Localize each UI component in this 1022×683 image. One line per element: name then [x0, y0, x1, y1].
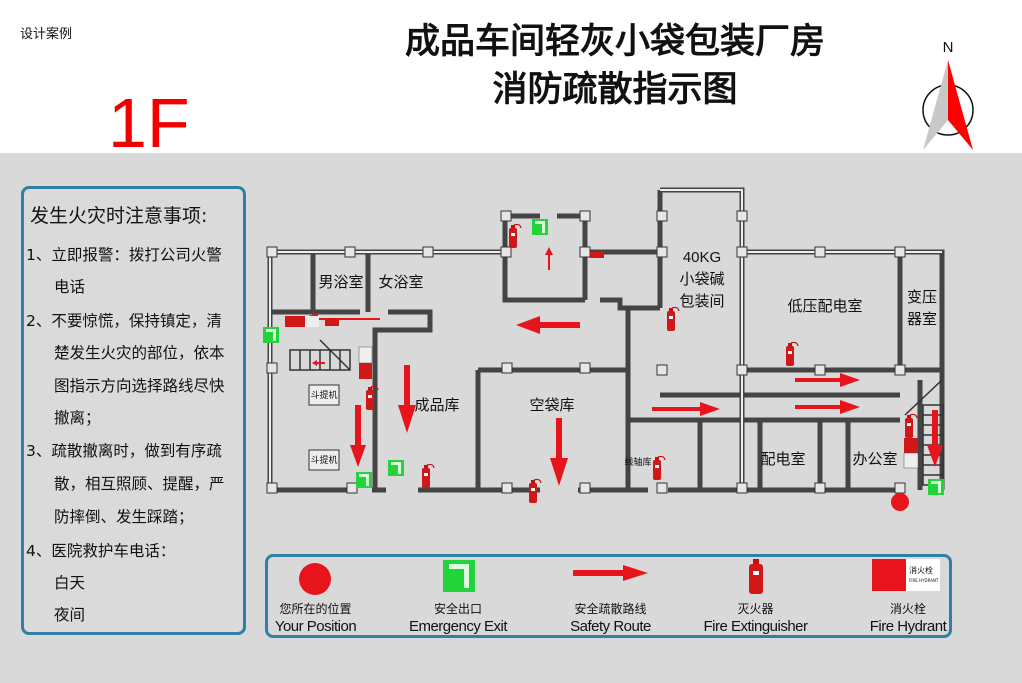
floor-label: 1F	[108, 88, 190, 153]
legend-en: Emergency Exit	[408, 618, 508, 635]
staircase-left	[289, 339, 351, 371]
route-arrow-down	[550, 418, 568, 486]
hoist-box	[308, 384, 340, 406]
room-transformer-2: 器室	[907, 310, 937, 328]
emergency-exit-icon	[388, 460, 404, 476]
route-arrow-small	[312, 360, 325, 366]
route-arrow-right	[795, 400, 860, 414]
emergency-exit-icon	[928, 479, 944, 495]
fire-extinguisher-icon	[652, 455, 666, 481]
hydrant-sign-en: FIRE HYDRANT	[909, 578, 939, 583]
fire-hydrant-icon	[358, 346, 373, 364]
fire-hydrant-icon	[359, 363, 372, 379]
legend-panel: 您所在的位置 Your Position 安全出口 Emergency Exit…	[265, 554, 952, 638]
your-position-dot-icon	[299, 563, 331, 595]
fire-extinguisher-icon	[785, 341, 799, 367]
legend-item-hydrant: 消火栓 FIRE HYDRANT 消火栓 Fire Hydrant	[863, 557, 953, 637]
fire-hydrant-icon	[305, 316, 319, 327]
route-arrow-right	[652, 402, 720, 416]
hoist-label: 斗提机	[310, 454, 337, 466]
fire-hydrant-icon: 消火栓 FIRE HYDRANT	[872, 559, 940, 591]
room-packing-line1: 40KG	[683, 249, 721, 266]
fire-hydrant-icon	[903, 452, 919, 469]
legend-en: Fire Hydrant	[869, 618, 947, 635]
route-arrow-right	[795, 373, 860, 387]
note-line: 楚发生火灾的部位，依本	[54, 344, 225, 362]
route-arrow-left	[516, 316, 580, 334]
note-line: 电话	[54, 278, 86, 296]
notes-heading: 发生火灾时注意事项:	[30, 205, 208, 227]
note-line: 防摔倒、发生踩踏；	[54, 508, 194, 526]
note-line: 1、立即报警：拨打公司火警	[26, 246, 222, 264]
header-area	[0, 0, 1022, 153]
safety-routes	[298, 247, 943, 486]
fire-extinguisher-icon	[325, 318, 339, 326]
note-line: 3、疏散撤离时，做到有序疏	[26, 442, 222, 460]
fire-extinguisher-icon	[590, 252, 604, 258]
legend-item-position: 您所在的位置 Your Position	[268, 557, 363, 637]
safety-route-arrow-icon	[573, 565, 648, 581]
fire-extinguisher-icon	[421, 463, 435, 489]
emergency-exit-icon	[443, 560, 475, 592]
fire-hydrant-icon	[904, 438, 918, 453]
room-womens-bath: 女浴室	[378, 273, 423, 291]
emergency-exit-icon	[356, 472, 372, 488]
note-line: 散，相互照顾、提醒，严	[54, 475, 225, 493]
legend-en: Your Position	[274, 618, 357, 635]
fire-notes-panel: 发生火灾时注意事项: 1、立即报警：拨打公司火警 电话 2、不要惊慌，保持镇定，…	[21, 186, 246, 635]
compass-label: N	[943, 39, 954, 56]
room-spool-storage: 线轴库	[624, 456, 651, 468]
fire-hydrants	[285, 316, 919, 469]
legend-item-exit: 安全出口 Emergency Exit	[403, 557, 513, 637]
title-line-2: 消防疏散指示图	[492, 70, 738, 110]
route-arrow-up	[545, 247, 553, 270]
fire-extinguisher-icon	[666, 306, 680, 332]
room-packing-line2: 小袋碱	[679, 270, 724, 288]
legend-item-route: 安全疏散路线 Safety Route	[558, 557, 663, 637]
fire-extinguisher-icon	[749, 559, 763, 594]
title-line-1: 成品车间轻灰小袋包装厂房	[404, 22, 825, 62]
room-finished-storage: 成品库	[414, 396, 459, 414]
hydrant-sign-cn: 消火栓	[909, 566, 933, 575]
room-low-voltage: 低压配电室	[787, 297, 862, 315]
your-position-dot-icon	[891, 493, 909, 511]
room-mens-bath: 男浴室	[318, 273, 363, 291]
hoist-box	[308, 449, 340, 471]
note-line: 图指示方向选择路线尽快	[54, 377, 225, 395]
fire-extinguishers	[325, 223, 918, 504]
route-arrow-down	[398, 365, 416, 433]
route-arrow-down	[927, 410, 943, 467]
fire-extinguisher-icon	[508, 223, 522, 249]
emergency-exit-icon	[263, 327, 279, 343]
north-arrow-icon: N	[922, 39, 974, 150]
emergency-exit-icon	[532, 219, 548, 235]
route-arrow-down	[350, 405, 366, 467]
room-empty-bag-storage: 空袋库	[529, 396, 574, 414]
fire-hydrant-icon	[285, 316, 305, 327]
legend-cn: 您所在的位置	[279, 602, 352, 616]
note-line: 2、不要惊慌，保持镇定，清	[26, 312, 222, 330]
legend-item-extinguisher: 灭火器 Fire Extinguisher	[698, 557, 813, 637]
room-packing-line3: 包装间	[679, 292, 724, 310]
note-line: 4、医院救护车电话：	[26, 542, 176, 560]
legend-cn: 安全出口	[433, 602, 482, 616]
room-office: 办公室	[852, 450, 897, 468]
legend-cn: 安全疏散路线	[574, 602, 647, 616]
legend-en: Fire Extinguisher	[703, 618, 808, 635]
watermark-label: 设计案例	[20, 27, 73, 42]
legend-cn: 灭火器	[737, 602, 774, 616]
legend-cn: 消火栓	[889, 602, 926, 616]
walls	[267, 187, 945, 493]
page-title: 成品车间轻灰小袋包装厂房 消防疏散指示图	[340, 18, 890, 114]
hoist-label: 斗提机	[310, 389, 337, 401]
note-line: 撤离；	[54, 409, 101, 427]
room-distribution: 配电室	[760, 450, 805, 468]
room-transformer-1: 变压	[907, 288, 937, 306]
legend-en: Safety Route	[570, 618, 651, 635]
note-line: 白天	[54, 574, 86, 592]
fire-extinguisher-icon	[904, 413, 918, 439]
note-line: 夜间	[54, 606, 86, 624]
